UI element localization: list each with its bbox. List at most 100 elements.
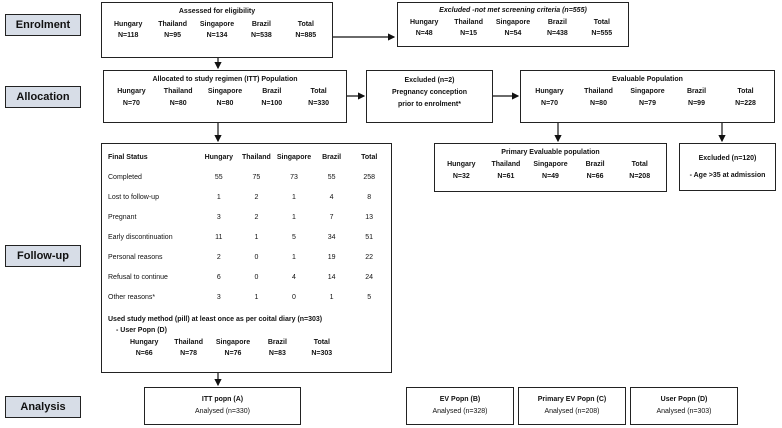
analysis-primary-ev-title: Primary EV Popn (C) bbox=[537, 396, 607, 403]
col-header: Thailand bbox=[163, 88, 193, 95]
value-cell: N=303 bbox=[311, 350, 333, 357]
excluded-preg-line1: Excluded (n=2) bbox=[404, 77, 455, 84]
col-header: Hungary bbox=[204, 154, 233, 161]
col-header: Thailand bbox=[242, 154, 271, 161]
excluded-screening-headers: Hungary Thailand Singapore Brazil Total bbox=[402, 18, 624, 27]
analysis-itt-title: ITT popn (A) bbox=[201, 396, 244, 403]
table-cell: 1 bbox=[292, 214, 296, 221]
col-header: Total bbox=[593, 19, 610, 26]
itt-box: Allocated to study regimen (ITT) Populat… bbox=[103, 70, 347, 123]
col-header: Brazil bbox=[267, 339, 287, 346]
col-header: Hungary bbox=[129, 339, 159, 346]
col-header: Singapore bbox=[533, 161, 568, 168]
itt-headers: Hungary Thailand Singapore Brazil Total bbox=[108, 87, 342, 96]
col-header: Total bbox=[297, 21, 314, 28]
col-header: Thailand bbox=[174, 339, 203, 346]
value-cell: N=61 bbox=[497, 173, 515, 180]
table-cell: 1 bbox=[329, 294, 334, 301]
value-cell: N=330 bbox=[308, 100, 329, 107]
col-header: Thailand bbox=[454, 19, 483, 26]
table-cell: 1 bbox=[254, 294, 259, 301]
table-cell: 14 bbox=[327, 274, 336, 281]
analysis-ev-box: EV Popn (B) Analysed (n=328) bbox=[406, 387, 514, 425]
excluded-preg-box: Excluded (n=2) Pregnancy conception prio… bbox=[366, 70, 493, 123]
value-cell: N=49 bbox=[542, 173, 559, 180]
user-popn-headers: Hungary Thailand Singapore Brazil Total bbox=[122, 338, 344, 347]
analysis-ev-title: EV Popn (B) bbox=[439, 396, 481, 403]
evaluable-values: N=70 N=80 N=79 N=99 N=228 bbox=[525, 99, 770, 108]
col-header: Singapore bbox=[630, 88, 665, 95]
table-cell: 51 bbox=[365, 234, 374, 241]
table-cell: 19 bbox=[327, 254, 336, 261]
analysis-itt-box: ITT popn (A) Analysed (n=330) bbox=[144, 387, 301, 425]
col-header: Singapore bbox=[276, 154, 312, 161]
itt-title: Allocated to study regimen (ITT) Populat… bbox=[152, 76, 298, 83]
value-cell: N=555 bbox=[591, 30, 613, 37]
user-popn-subtitle: - User Popn (D) bbox=[116, 327, 167, 334]
row-label: Lost to follow-up bbox=[108, 194, 159, 201]
excluded-screening-title: Excluded -not met screening criteria (n=… bbox=[439, 7, 587, 14]
col-header: Singapore bbox=[199, 21, 235, 28]
value-cell: N=99 bbox=[688, 100, 705, 107]
value-cell: N=538 bbox=[250, 32, 272, 39]
analysis-ev-sub: Analysed (n=328) bbox=[432, 408, 488, 415]
user-popn-values: N=66 N=78 N=76 N=83 N=303 bbox=[122, 349, 344, 358]
col-header: Brazil bbox=[322, 154, 342, 161]
table-cell: 0 bbox=[254, 254, 259, 261]
table-cell: 75 bbox=[252, 174, 261, 181]
excluded-age-box: Excluded (n=120) - Age >35 at admission bbox=[679, 143, 776, 191]
value-cell: N=80 bbox=[216, 100, 234, 107]
col-header: Hungary bbox=[113, 21, 143, 28]
col-header: Hungary bbox=[117, 88, 146, 95]
row-label: Refusal to continue bbox=[108, 274, 168, 281]
table-cell: 2 bbox=[254, 214, 259, 221]
primary-ev-headers: Hungary Thailand Singapore Brazil Total bbox=[439, 160, 662, 169]
value-cell: N=70 bbox=[541, 100, 558, 107]
primary-ev-box: Primary Evaluable population Hungary Tha… bbox=[434, 143, 667, 192]
value-cell: N=32 bbox=[452, 173, 470, 180]
table-cell: 5 bbox=[367, 294, 372, 301]
table-cell: 22 bbox=[365, 254, 374, 261]
stage-enrolment: Enrolment bbox=[5, 14, 81, 36]
user-popn-title: Used study method (pill) at least once a… bbox=[108, 316, 323, 323]
table-cell: 7 bbox=[329, 214, 334, 221]
excluded-age-line1: Excluded (n=120) bbox=[698, 155, 757, 162]
col-header: Thailand bbox=[158, 21, 187, 28]
analysis-user-title: User Popn (D) bbox=[660, 396, 708, 403]
table-cell: 1 bbox=[292, 254, 296, 261]
value-cell: N=76 bbox=[224, 350, 242, 357]
analysis-user-sub: Analysed (n=303) bbox=[656, 408, 712, 415]
col-header: Thailand bbox=[491, 161, 521, 168]
excluded-preg-line2: Pregnancy conception bbox=[391, 89, 468, 96]
value-cell: N=118 bbox=[117, 32, 139, 39]
col-header: Singapore bbox=[495, 19, 531, 26]
table-cell: 2 bbox=[254, 194, 259, 201]
col-header: Brazil bbox=[262, 88, 282, 95]
row-label: Pregnant bbox=[108, 214, 137, 221]
value-cell: N=134 bbox=[206, 32, 228, 39]
table-cell: 13 bbox=[365, 214, 374, 221]
stage-allocation: Allocation bbox=[5, 86, 81, 108]
value-cell: N=80 bbox=[590, 100, 607, 107]
table-cell: 1 bbox=[216, 194, 221, 201]
table-cell: 4 bbox=[329, 194, 334, 201]
col-header: Hungary bbox=[409, 19, 439, 26]
value-cell: N=15 bbox=[460, 30, 478, 37]
col-header: Brazil bbox=[585, 161, 605, 168]
final-status-table: Final Status Hungary Thailand Singapore … bbox=[108, 153, 388, 302]
primary-ev-title: Primary Evaluable population bbox=[501, 149, 600, 156]
col-header: Total bbox=[310, 88, 327, 95]
col-header: Brazil bbox=[251, 21, 271, 28]
evaluable-box: Evaluable Population Hungary Thailand Si… bbox=[520, 70, 775, 123]
eligibility-box: Assessed for eligibility Hungary Thailan… bbox=[101, 2, 333, 58]
col-header: Thailand bbox=[584, 88, 613, 95]
row-label: Early discontinuation bbox=[108, 234, 173, 241]
value-cell: N=54 bbox=[504, 30, 522, 37]
eligibility-values: N=118 N=95 N=134 N=538 N=885 bbox=[106, 31, 328, 40]
excluded-screening-values: N=48 N=15 N=54 N=438 N=555 bbox=[402, 29, 624, 38]
col-header: Brazil bbox=[686, 88, 707, 95]
col-header: Hungary bbox=[535, 88, 564, 95]
analysis-primary-ev-sub: Analysed (n=208) bbox=[544, 408, 600, 415]
table-cell: 11 bbox=[215, 234, 223, 241]
